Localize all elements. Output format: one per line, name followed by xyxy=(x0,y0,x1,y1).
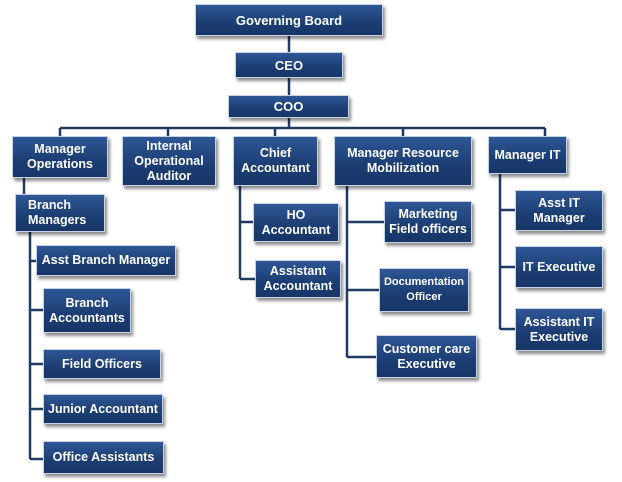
coo-label: COO xyxy=(273,99,304,114)
assistant-it-executive-box: Assistant IT Executive xyxy=(515,308,603,351)
assistant-accountant-line1: Assistant xyxy=(269,264,327,278)
coo-box: COO xyxy=(228,95,349,118)
asst-branch-manager-box: Asst Branch Manager xyxy=(36,245,176,276)
manager-resource-box: Manager Resource Mobilization xyxy=(334,136,472,186)
assistant-accountant-box: Assistant Accountant xyxy=(255,260,341,298)
branch-managers-box: Branch Managers xyxy=(15,194,105,232)
branch-managers-line2: Managers xyxy=(28,213,87,227)
junior-accountant-label: Junior Accountant xyxy=(48,401,158,416)
internal-auditor-line2: Operational xyxy=(134,153,204,168)
ceo-label: CEO xyxy=(274,57,304,73)
manager-operations-line2: Operations xyxy=(27,157,93,171)
manager-it-label: Manager IT xyxy=(494,147,561,162)
chief-accountant-box: Chief Accountant xyxy=(233,136,318,186)
assistant-accountant-line2: Accountant xyxy=(263,279,333,293)
manager-resource-line2: Mobilization xyxy=(366,161,440,175)
internal-auditor-box: Internal Operational Auditor xyxy=(122,136,216,186)
documentation-officer-line1: Documentation xyxy=(383,276,465,288)
marketing-field-officers-line2: Field officers xyxy=(389,222,467,236)
marketing-field-officers-line1: Marketing xyxy=(398,207,458,221)
junior-accountant-box: Junior Accountant xyxy=(43,394,163,424)
marketing-field-officers-box: Marketing Field officers xyxy=(384,201,472,243)
branch-accountants-line2: Accountants xyxy=(49,310,125,325)
documentation-officer-line2: Officer xyxy=(406,291,442,303)
branch-accountants-line1: Branch xyxy=(65,295,109,310)
governing-board-box: Governing Board xyxy=(195,4,383,36)
field-officers-label: Field Officers xyxy=(62,356,142,371)
chief-accountant-line2: Accountant xyxy=(241,161,310,175)
customer-care-line1: Customer care xyxy=(382,341,471,356)
assistant-it-executive-line2: Executive xyxy=(529,329,589,344)
customer-care-box: Customer care Executive xyxy=(376,335,477,378)
office-assistants-box: Office Assistants xyxy=(43,441,164,474)
manager-resource-line1: Manager Resource xyxy=(347,146,459,160)
manager-operations-box: Manager Operations xyxy=(12,136,108,178)
asst-it-manager-line2: Manager xyxy=(533,210,585,225)
ho-accountant-box: HO Accountant xyxy=(253,203,339,242)
chief-accountant-line1: Chief xyxy=(259,146,292,160)
internal-auditor-line1: Internal xyxy=(146,138,192,153)
assistant-it-executive-line1: Assistant IT xyxy=(523,314,595,329)
office-assistants-label: Office Assistants xyxy=(52,450,155,464)
asst-branch-manager-label: Asst Branch Manager xyxy=(41,253,171,267)
documentation-officer-box: Documentation Officer xyxy=(379,268,469,312)
internal-auditor-line3: Auditor xyxy=(146,168,192,183)
it-executive-label: IT Executive xyxy=(522,259,596,274)
manager-it-box: Manager IT xyxy=(488,136,567,174)
branch-accountants-box: Branch Accountants xyxy=(43,288,131,333)
asst-it-manager-box: Asst IT Manager xyxy=(515,190,603,231)
it-executive-box: IT Executive xyxy=(515,246,603,288)
customer-care-line2: Executive xyxy=(397,356,456,371)
asst-it-manager-line1: Asst IT xyxy=(538,195,580,210)
ho-accountant-line1: HO xyxy=(286,207,306,222)
ceo-box: CEO xyxy=(235,52,343,78)
branch-managers-line1: Branch xyxy=(28,198,72,212)
governing-board-label: Governing Board xyxy=(235,12,343,28)
field-officers-box: Field Officers xyxy=(43,349,161,379)
manager-operations-line1: Manager xyxy=(34,142,86,156)
ho-accountant-line2: Accountant xyxy=(261,222,331,237)
